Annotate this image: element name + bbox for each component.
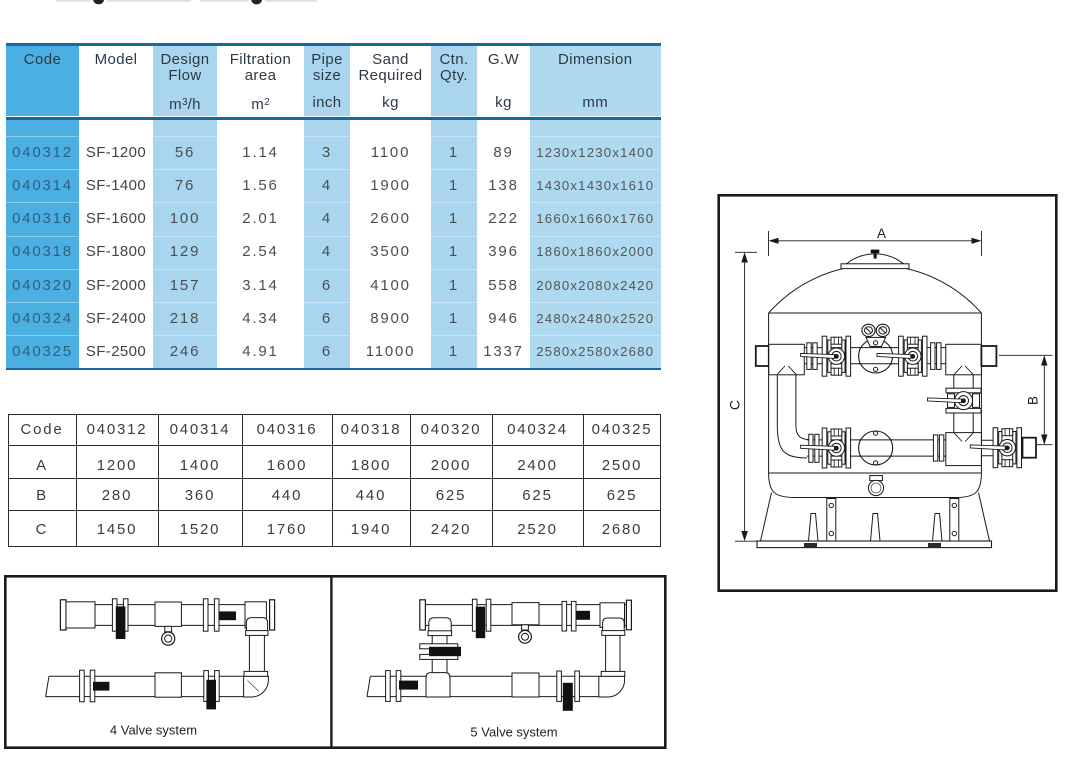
- svg-text:B: B: [1026, 396, 1041, 405]
- svg-text:4 Valve system: 4 Valve system: [110, 723, 197, 738]
- svg-text:C: C: [727, 400, 743, 410]
- svg-text:A: A: [877, 226, 886, 241]
- svg-text:5 Valve system: 5 Valve system: [470, 725, 557, 740]
